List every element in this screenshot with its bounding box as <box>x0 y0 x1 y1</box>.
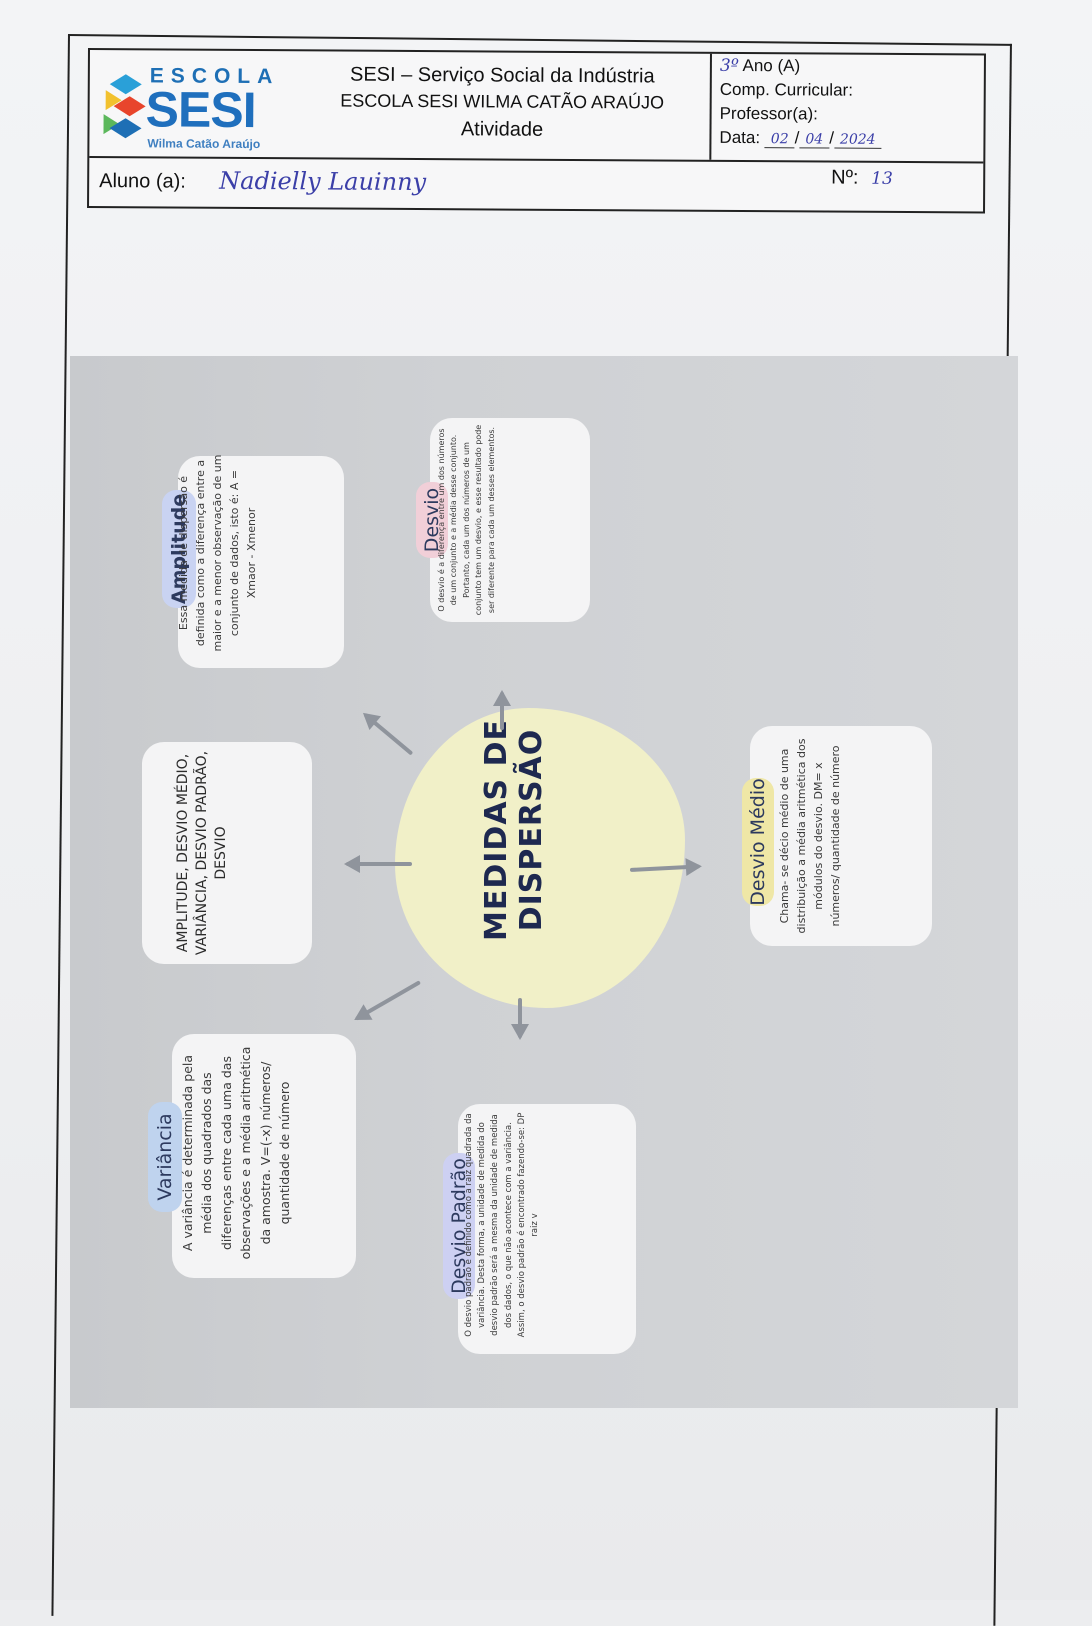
desvio-medio-card <box>750 726 932 946</box>
header-title-block: SESI – Serviço Social da Indústria ESCOL… <box>294 51 710 160</box>
logo-subtitle: Wilma Catão Araújo <box>147 136 261 152</box>
worksheet-header: ESCOLA SESI Wilma Catão Araújo SESI – Se… <box>87 48 986 214</box>
desvio-medio-text: Chama- se décio médio de uma distribuiçã… <box>778 738 843 934</box>
date-day: 02 <box>764 131 795 149</box>
center-title: MEDIDAS DE DISPERSÃO <box>479 719 549 941</box>
institution-name: SESI – Serviço Social da Indústria <box>349 63 655 88</box>
arrow-to-summary <box>346 862 412 866</box>
desvio-padrao-text: O desvio padrão é definido como a raiz q… <box>464 1112 540 1338</box>
logo-sesi-text: SESI <box>145 81 256 139</box>
comp-curricular-label: Comp. Curricular: <box>719 79 854 100</box>
amplitude-text: Essa medida de dispersão é definida como… <box>177 454 259 652</box>
student-row: Aluno (a): Nadielly Lauinny Nº: 13 <box>89 156 983 211</box>
date-label: Data: <box>719 127 761 148</box>
school-logo: ESCOLA SESI Wilma Catão Araújo <box>89 50 295 157</box>
desvio-text: O desvio é a diferença entre um dos núme… <box>437 424 496 616</box>
year-label: Ano (A) <box>742 55 801 76</box>
date-year: 2024 <box>833 131 882 149</box>
desvio-medio-title: Desvio Médio <box>742 778 774 906</box>
arrow-to-desvio-padrao <box>518 998 522 1038</box>
year-row: 3º Ano (A) <box>720 54 984 80</box>
date-month: 04 <box>799 131 830 149</box>
school-name: ESCOLA SESI WILMA CATÃO ARAÚJO <box>340 90 665 113</box>
desvio-card <box>430 418 590 622</box>
variancia-text: A variância é determinada pela média dos… <box>180 1046 292 1260</box>
date-row: Data: 02/04/2024 <box>719 126 983 152</box>
variancia-title: Variância <box>148 1102 182 1212</box>
amplitude-card <box>178 456 344 668</box>
student-name: Nadielly Lauinny <box>219 166 427 197</box>
header-info-block: 3º Ano (A) Comp. Curricular: Professor(a… <box>709 53 984 162</box>
number-value: 13 <box>871 168 893 189</box>
summary-card <box>142 742 312 964</box>
variancia-card <box>172 1034 356 1278</box>
summary-text: AMPLITUDE, DESVIO MÉDIO, VARIÂNCIA, DESV… <box>175 750 229 956</box>
year-prefix: 3º <box>719 55 739 76</box>
logo-symbol-icon <box>103 74 146 139</box>
center-blob <box>395 708 685 1008</box>
desvio-padrao-card <box>458 1104 636 1354</box>
arrow-to-desvio <box>500 692 504 730</box>
document-type: Atividade <box>460 118 544 141</box>
number-label: Nº: <box>831 166 859 189</box>
teacher-label: Professor(a): <box>719 103 818 124</box>
header-top-row: ESCOLA SESI Wilma Catão Araújo SESI – Se… <box>89 50 984 164</box>
student-label: Aluno (a): <box>99 170 186 193</box>
